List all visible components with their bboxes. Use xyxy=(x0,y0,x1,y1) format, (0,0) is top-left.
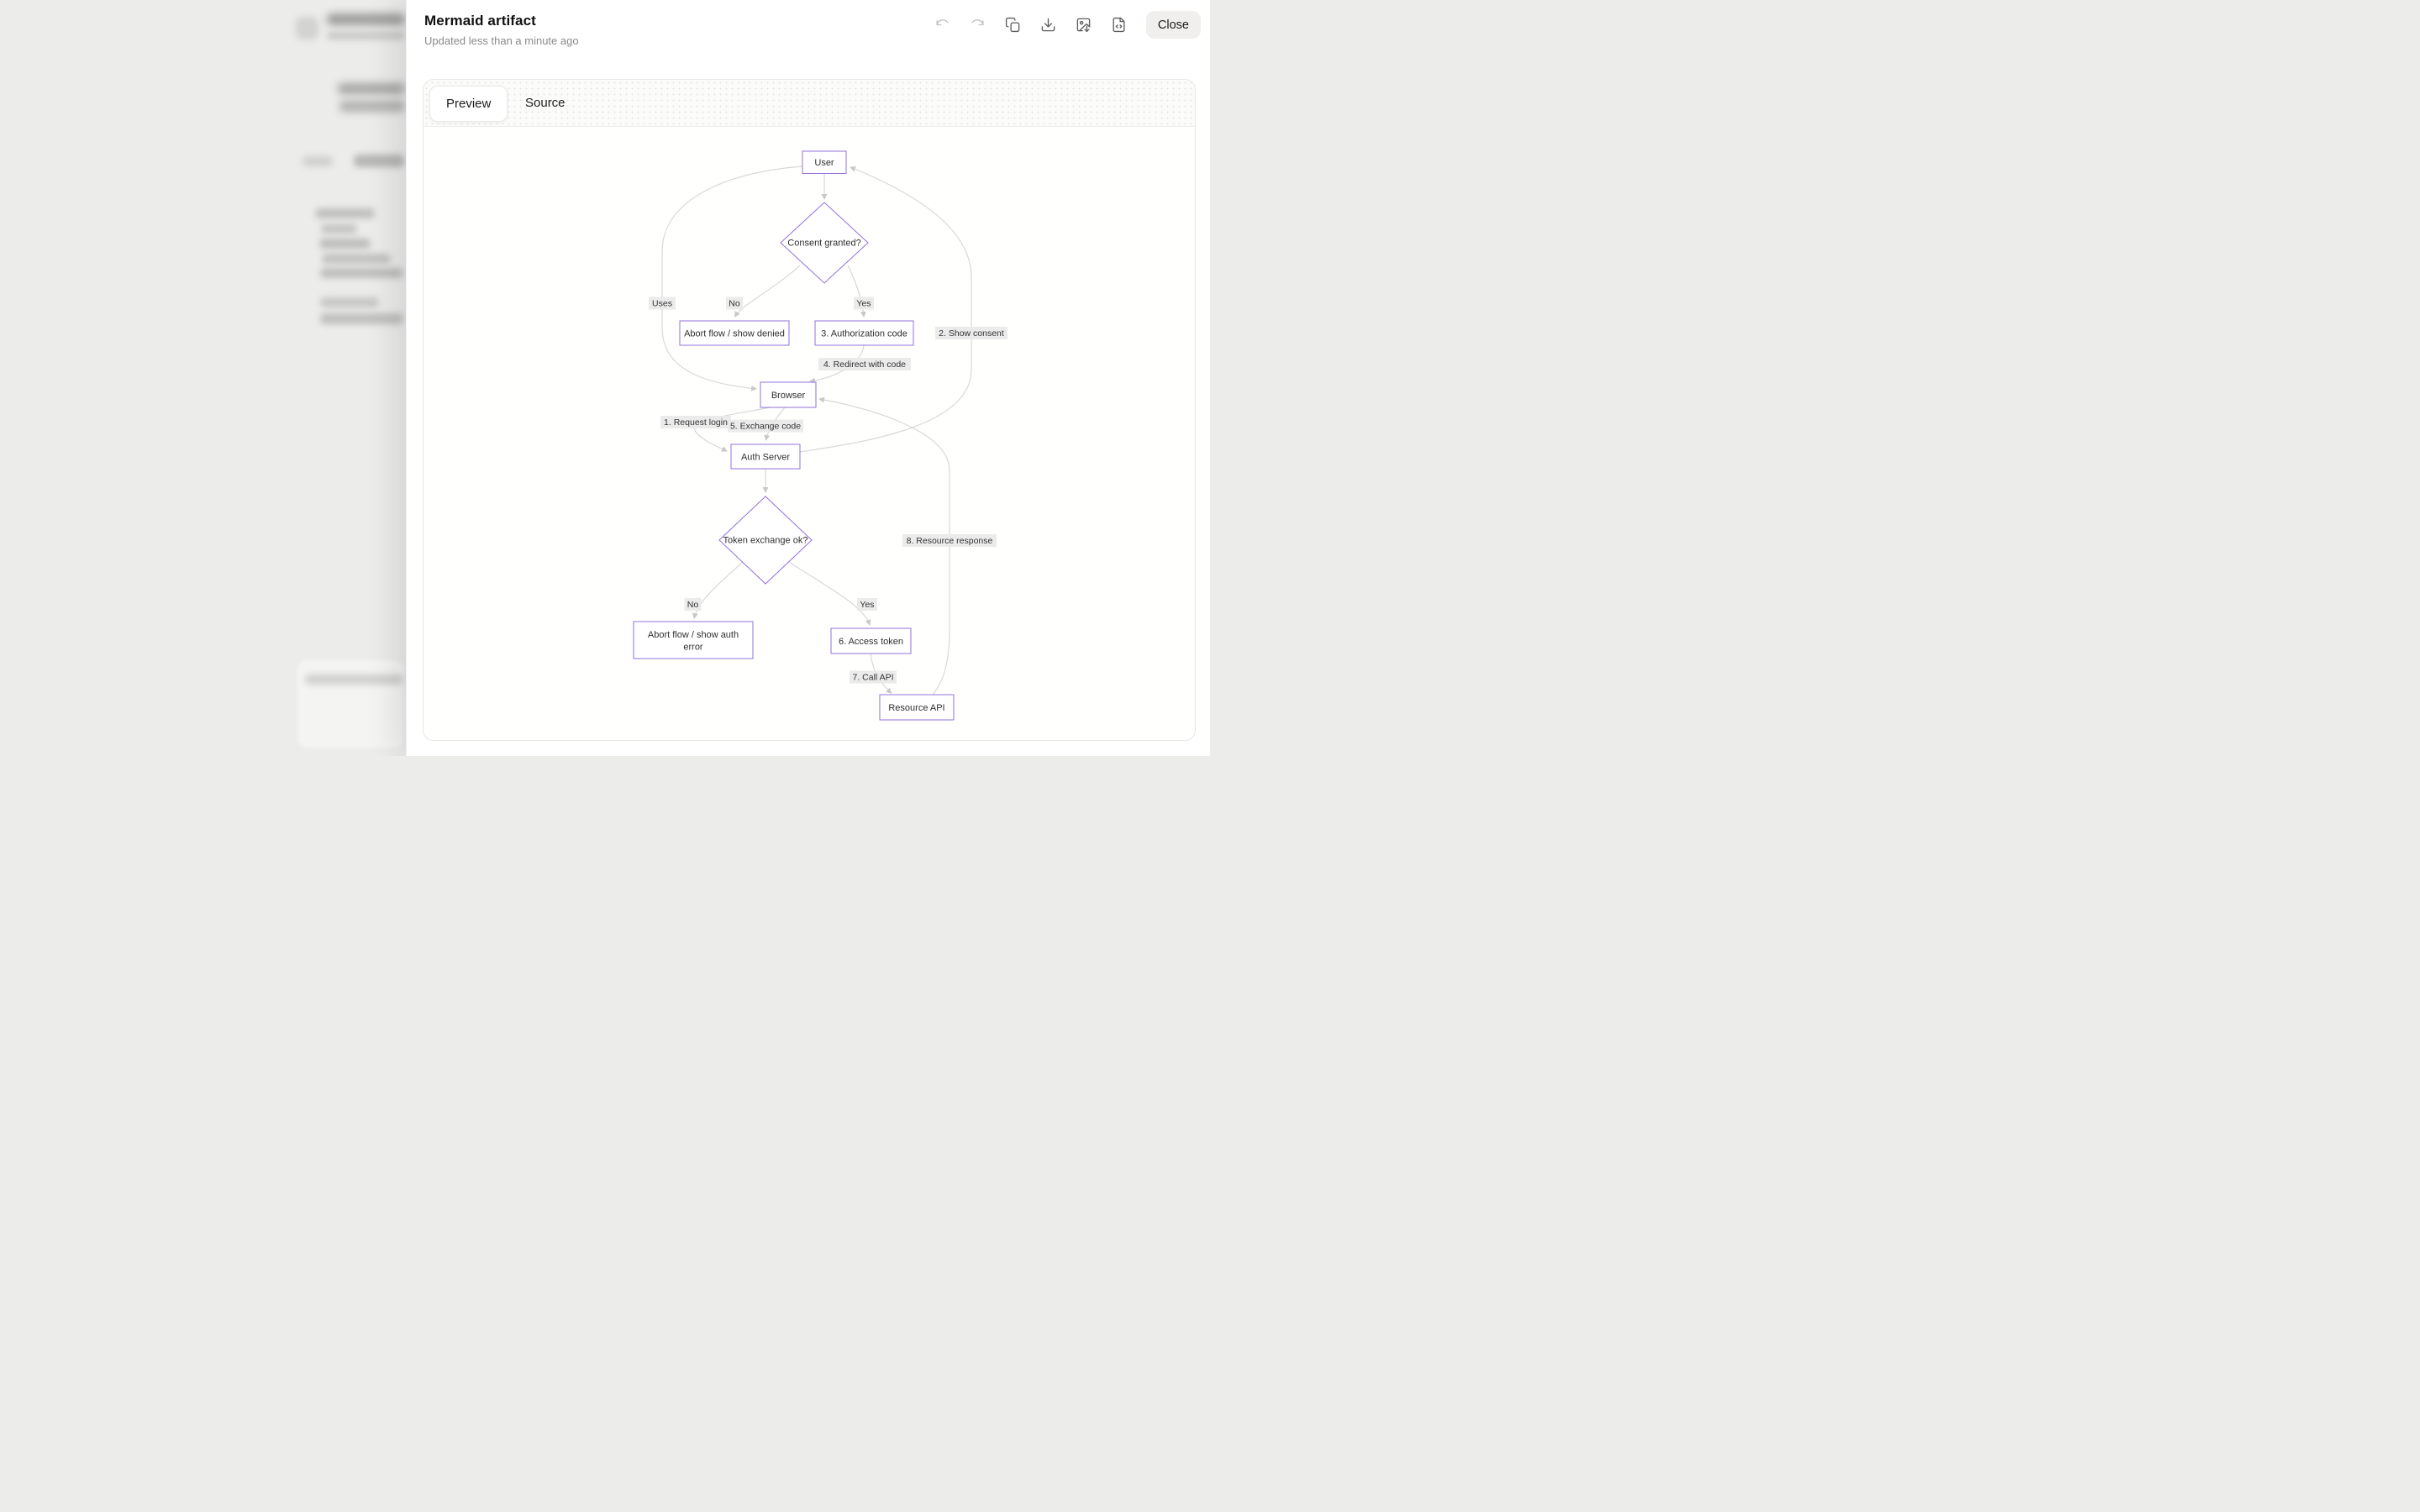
artifact-panel: Mermaid artifact Updated less than a min… xyxy=(406,0,1210,756)
blurred-message-line xyxy=(338,83,405,94)
artifact-title: Mermaid artifact xyxy=(424,13,536,29)
download-icon xyxy=(1042,18,1055,32)
blurred-code-line xyxy=(320,268,403,278)
dimmed-chat-background[interactable] xyxy=(0,0,407,756)
download-button[interactable] xyxy=(1037,13,1060,37)
redo-icon xyxy=(971,19,984,26)
blurred-app-icon xyxy=(296,17,318,39)
image-export-icon xyxy=(1077,18,1091,33)
blurred-code-line xyxy=(319,239,371,249)
blurred-chip xyxy=(302,156,333,166)
undo-icon xyxy=(936,19,949,26)
code-file-icon xyxy=(1113,17,1125,33)
blurred-input-box xyxy=(297,660,404,748)
tab-strip: Preview Source xyxy=(424,80,1195,127)
tab-preview[interactable]: Preview xyxy=(429,86,508,122)
redo-button[interactable] xyxy=(966,13,990,37)
blurred-code-line xyxy=(320,313,403,324)
artifact-updated-status: Updated less than a minute ago xyxy=(424,34,579,47)
blurred-subtitle-line xyxy=(327,32,405,39)
screen: Mermaid artifact Updated less than a min… xyxy=(0,0,1210,756)
tab-source[interactable]: Source xyxy=(525,96,566,110)
blurred-code-line xyxy=(320,297,379,307)
blurred-code-line xyxy=(322,254,391,264)
blurred-title-line xyxy=(327,13,405,25)
blurred-input-text xyxy=(305,675,403,685)
blurred-code-line xyxy=(321,224,357,234)
view-code-button[interactable] xyxy=(1107,13,1131,37)
export-image-button[interactable] xyxy=(1072,13,1096,37)
blurred-chip xyxy=(354,155,404,167)
artifact-card: Preview Source xyxy=(423,79,1196,741)
blurred-message-line xyxy=(339,101,405,112)
blurred-code-line xyxy=(315,208,375,218)
copy-button[interactable] xyxy=(1002,13,1025,37)
close-button[interactable]: Close xyxy=(1145,11,1201,39)
copy-icon xyxy=(1006,17,1020,33)
artifact-toolbar: Close xyxy=(931,11,1201,39)
artifact-header: Mermaid artifact Updated less than a min… xyxy=(407,0,1210,79)
undo-button[interactable] xyxy=(931,13,955,37)
